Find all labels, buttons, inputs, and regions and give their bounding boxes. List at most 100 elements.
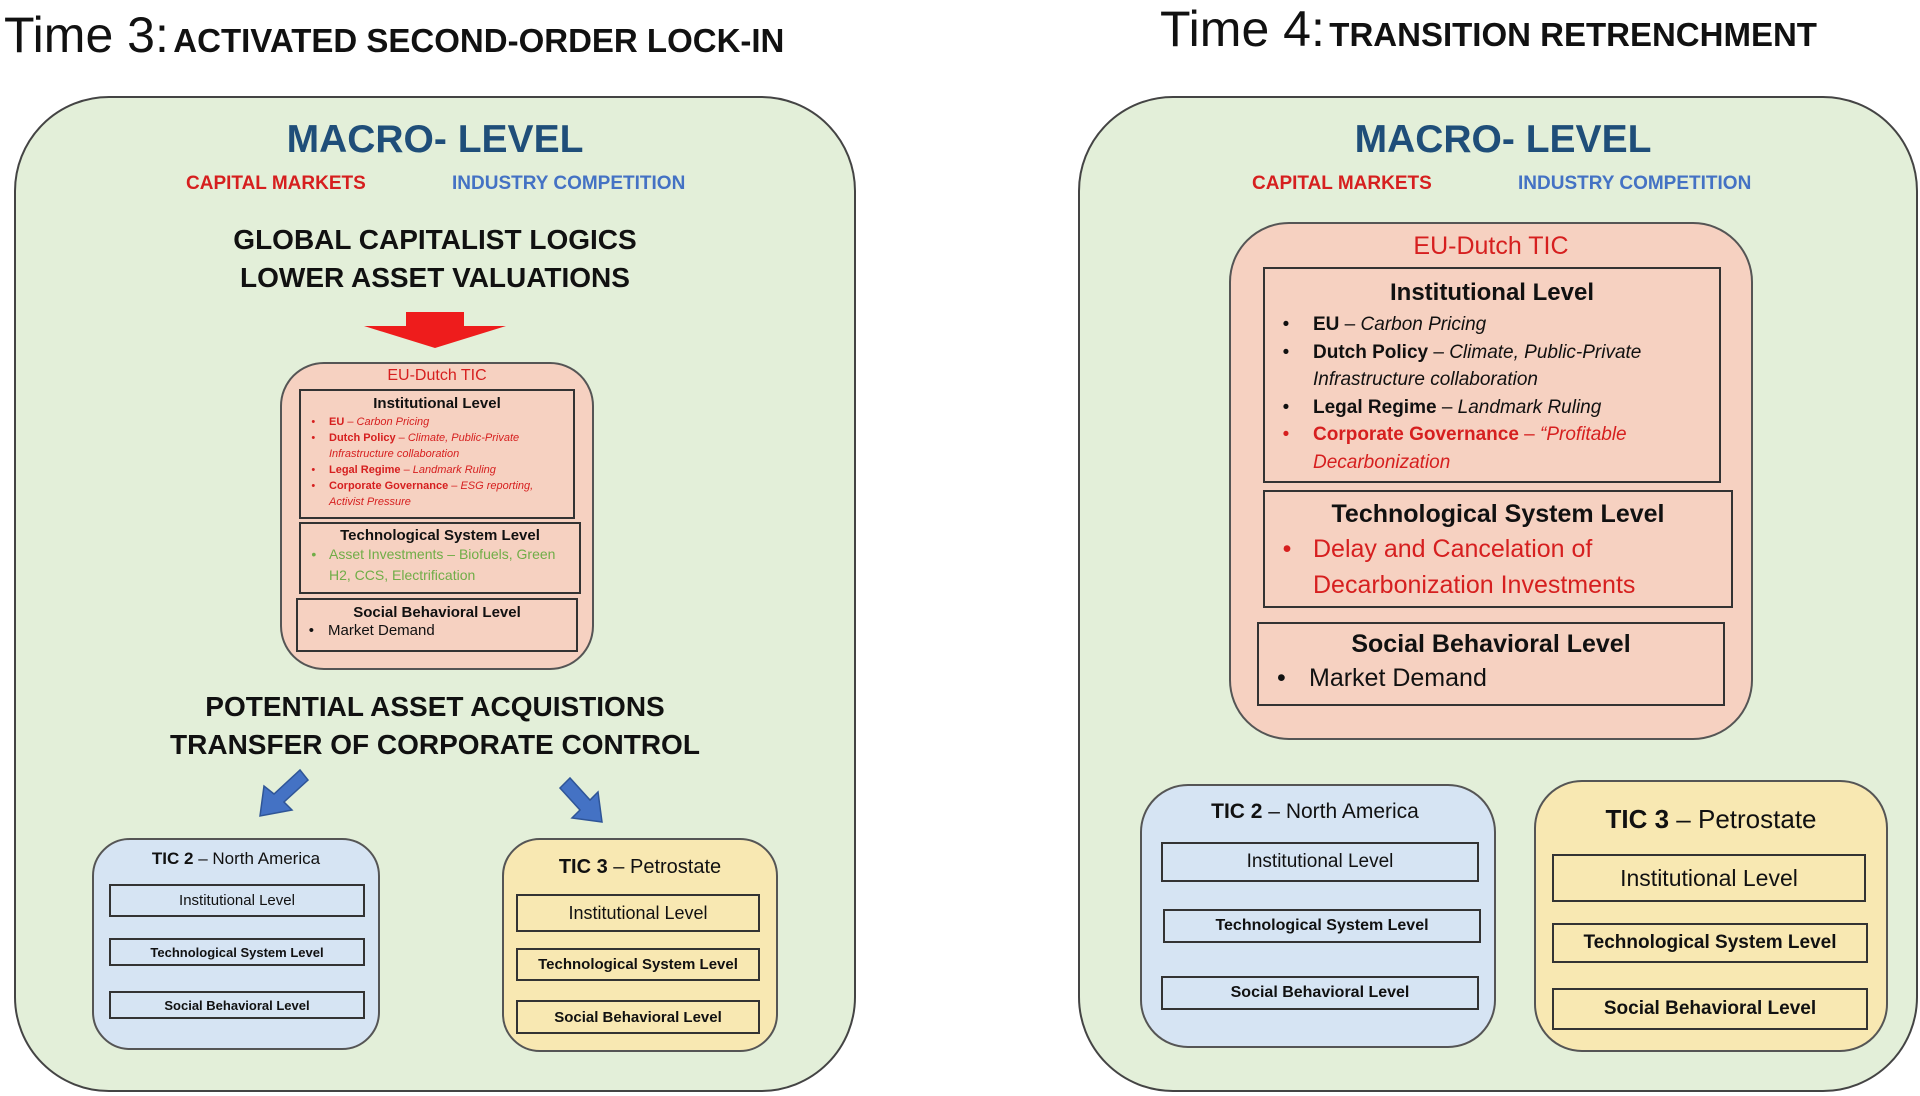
time3-tic3-title-rest: – Petrostate	[607, 856, 722, 878]
time4-social-item: Market Demand	[1269, 661, 1713, 695]
time3-inst-item-eu: EU – Carbon Pricing	[307, 414, 567, 430]
time3-inst-item-legal: Legal Regime – Landmark Ruling	[307, 462, 567, 478]
time4-institutional-level: Institutional Level EU – Carbon Pricing …	[1263, 267, 1721, 483]
blue-arrow-right-icon	[558, 776, 603, 823]
time4-inst-dutch-sep: –	[1428, 341, 1450, 363]
time3-technological-level: Technological System Level Asset Investm…	[299, 522, 581, 594]
time3-inst-item-dutch: Dutch Policy – Climate, Public-Private I…	[307, 430, 567, 462]
time3-tic3-box	[502, 838, 778, 1052]
time4-inst-legal-sep: –	[1436, 396, 1458, 418]
time3-inst-dutch-sep: –	[395, 432, 408, 444]
time4-title-sub: TRANSITION RETRENCHMENT	[1329, 16, 1817, 53]
time3-inst-dutch-label: Dutch Policy	[329, 432, 396, 444]
time3-tic2-row-technological: Technological System Level	[109, 938, 365, 966]
time3-technological-list: Asset Investments – Biofuels, Green H2, …	[307, 544, 573, 586]
time4-social-level: Social Behavioral Level Market Demand	[1257, 622, 1725, 706]
time3-inst-dutch-value: Climate, Public-Private Infrastructure c…	[329, 432, 520, 460]
time3-inst-legal-sep: –	[400, 464, 413, 476]
time4-industry-competition: INDUSTRY COMPETITION	[1518, 173, 1752, 194]
time4-tic2-title-bold: TIC 2	[1211, 800, 1263, 823]
time3-tic2-row-social: Social Behavioral Level	[109, 991, 365, 1019]
time4-tic2-row-social: Social Behavioral Level	[1161, 976, 1479, 1010]
time3-tic2-row-institutional: Institutional Level	[109, 884, 365, 917]
time3-inst-corp-sep: –	[448, 480, 461, 492]
time4-inst-corp-sep: –	[1518, 424, 1541, 445]
time4-tic2-row-institutional: Institutional Level	[1161, 842, 1479, 882]
time3-industry-competition: INDUSTRY COMPETITION	[452, 173, 686, 194]
time4-tic3-row-social: Social Behavioral Level	[1552, 988, 1868, 1030]
time4-tic2-title-rest: – North America	[1262, 800, 1419, 823]
time3-tic3-row-social: Social Behavioral Level	[516, 1000, 760, 1034]
time3-social-level: Social Behavioral Level Market Demand	[296, 598, 578, 652]
blue-arrow-left-icon	[259, 768, 310, 817]
time3-social-head: Social Behavioral Level	[353, 604, 521, 621]
time3-eu-dutch-tic-title: EU-Dutch TIC	[387, 367, 487, 384]
time3-social-item: Market Demand	[304, 621, 570, 641]
time3-macro-title: MACRO- LEVEL	[286, 118, 584, 161]
time3-title-sub: ACTIVATED SECOND-ORDER LOCK-IN	[173, 22, 785, 59]
time4-institutional-head: Institutional Level	[1389, 279, 1595, 306]
time4-inst-corp-value: “Profitable Decarbonization	[1313, 424, 1627, 473]
time4-tech-item: Delay and Cancelation of Decarbonization…	[1275, 531, 1721, 603]
time4-inst-dutch-value: Climate, Public-Private Infrastructure c…	[1313, 341, 1642, 391]
time3-tic2-title-rest: – North America	[193, 849, 321, 868]
time4-inst-eu-value: Carbon Pricing	[1360, 314, 1487, 335]
time3-tic2-box	[92, 838, 380, 1050]
time3-tic3-row-technological: Technological System Level	[516, 948, 760, 981]
time3-tic3-title: TIC 3 – Petrostate	[502, 856, 778, 879]
time3-title: Time 3: ACTIVATED SECOND-ORDER LOCK-IN	[4, 6, 784, 64]
time3-tic2-title: TIC 2 – North America	[92, 849, 380, 869]
time3-logic-line2: LOWER ASSET VALUATIONS	[240, 262, 630, 293]
time4-inst-eu-sep: –	[1339, 314, 1361, 335]
time4-tic2-row-technological: Technological System Level	[1163, 909, 1481, 943]
time3-inst-corp-label: Corporate Governance	[329, 480, 449, 492]
time3-potential-line1: POTENTIAL ASSET ACQUISTIONS	[205, 691, 665, 722]
time3-tic3-row-institutional: Institutional Level	[516, 894, 760, 932]
time4-inst-item-legal: Legal Regime – Landmark Ruling	[1275, 394, 1709, 422]
time3-institutional-head: Institutional Level	[373, 395, 501, 412]
time4-tic3-row-institutional: Institutional Level	[1552, 854, 1866, 902]
time4-inst-legal-value: Landmark Ruling	[1457, 396, 1602, 418]
time3-inst-legal-label: Legal Regime	[329, 464, 401, 476]
time4-tic3-title: TIC 3 – Petrostate	[1534, 804, 1888, 835]
time4-macro-title: MACRO- LEVEL	[1354, 118, 1652, 161]
time4-inst-item-eu: EU – Carbon Pricing	[1275, 311, 1709, 339]
time4-tic3-box	[1534, 780, 1888, 1052]
time4-social-list: Market Demand	[1269, 661, 1713, 695]
time4-title-lead: Time 4:	[1160, 1, 1325, 57]
time4-institutional-list: EU – Carbon Pricing Dutch Policy – Clima…	[1275, 311, 1709, 476]
time4-tic3-title-bold: TIC 3	[1605, 804, 1670, 834]
time4-inst-item-corp: Corporate Governance – “Profitable Decar…	[1275, 421, 1709, 476]
time3-tech-item: Asset Investments – Biofuels, Green H2, …	[307, 544, 573, 586]
time4-tic3-row-technological: Technological System Level	[1552, 923, 1868, 963]
time4-social-head: Social Behavioral Level	[1351, 630, 1631, 658]
time4-inst-corp-label: Corporate Governance	[1313, 424, 1519, 445]
time4-technological-head: Technological System Level	[1331, 500, 1665, 528]
time3-inst-corp-value: ESG reporting, Activist Pressure	[329, 480, 534, 508]
time3-institutional-level: Institutional Level EU – Carbon Pricing …	[299, 389, 575, 519]
time4-inst-eu-label: EU	[1313, 314, 1340, 335]
time4-title: Time 4: TRANSITION RETRENCHMENT	[1160, 0, 1817, 58]
time4-technological-level: Technological System Level Delay and Can…	[1263, 490, 1733, 608]
time3-inst-eu-sep: –	[344, 416, 357, 428]
time3-tic3-title-bold: TIC 3	[558, 856, 608, 878]
time4-tic2-title: TIC 2 – North America	[1140, 800, 1490, 824]
time3-tic2-title-bold: TIC 2	[151, 849, 194, 868]
time3-inst-eu-label: EU	[329, 416, 345, 428]
time3-social-list: Market Demand	[304, 621, 570, 641]
time4-eu-dutch-tic-title: EU-Dutch TIC	[1413, 232, 1569, 260]
red-down-arrow-icon	[364, 312, 506, 348]
time4-tic2-box	[1140, 784, 1496, 1048]
time3-institutional-list: EU – Carbon Pricing Dutch Policy – Clima…	[307, 414, 567, 510]
time3-potential-line2: TRANSFER OF CORPORATE CONTROL	[170, 729, 700, 760]
time3-logic-line1: GLOBAL CAPITALIST LOGICS	[233, 224, 637, 255]
time3-inst-eu-value: Carbon Pricing	[356, 416, 430, 428]
time4-technological-list: Delay and Cancelation of Decarbonization…	[1275, 531, 1721, 603]
time3-title-lead: Time 3:	[4, 7, 169, 63]
time3-inst-item-corp: Corporate Governance – ESG reporting, Ac…	[307, 478, 567, 510]
time4-capital-markets: CAPITAL MARKETS	[1252, 173, 1432, 194]
time3-inst-legal-value: Landmark Ruling	[412, 464, 496, 476]
time3-technological-head: Technological System Level	[340, 527, 540, 544]
time3-capital-markets: CAPITAL MARKETS	[186, 173, 366, 194]
time4-inst-legal-label: Legal Regime	[1313, 396, 1437, 418]
